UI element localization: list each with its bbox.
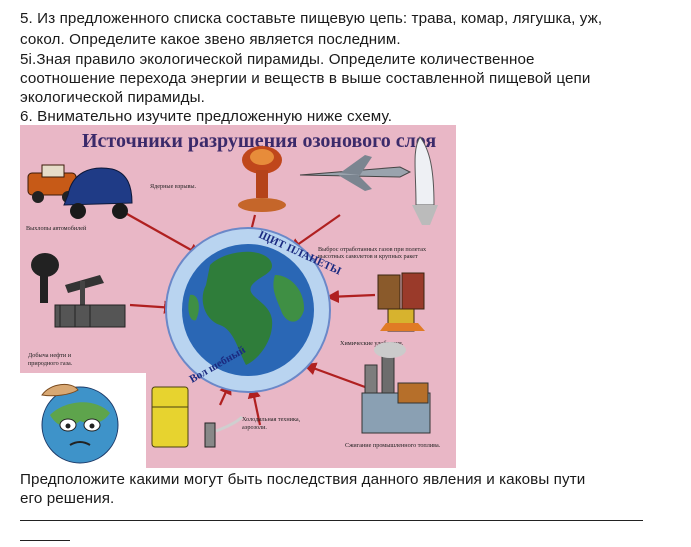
- caption-oil-line1: Добыча нефти и: [28, 352, 72, 359]
- aircraft-rocket-illustration: [299, 136, 438, 225]
- caption-aircraft-line1: Выброс отработанных газов при полетах: [318, 246, 427, 253]
- globe: [165, 227, 331, 393]
- caption-aircraft-line2: высотных самолетов и крупных ракет: [318, 253, 418, 260]
- caption-fuel: Сжигание промышленного топлива.: [345, 442, 441, 449]
- ozone-poster: Источники разрушения озонового слоя ЩИТ …: [20, 125, 456, 468]
- task5-line2: сокол. Определите какое звено является п…: [20, 31, 401, 48]
- chemical-fertilizers-illustration: [377, 272, 425, 332]
- question-line2: его решения.: [20, 490, 115, 507]
- task5i-line2: соотношение перехода энергии и веществ в…: [20, 70, 591, 87]
- task5i-line3: экологической пирамиды.: [20, 89, 205, 106]
- industrial-fuel-illustration: [361, 342, 431, 434]
- caption-fridge-line1: Холодильная техника,: [242, 416, 301, 423]
- answer-line-short: [20, 540, 70, 541]
- fridge-aerosol-illustration: [151, 386, 244, 448]
- task6-line1: 6. Внимательно изучите предложенную ниже…: [20, 108, 393, 125]
- caption-oil-line2: природного газа.: [28, 360, 73, 367]
- crying-earth-illustration: [20, 373, 146, 468]
- cars-illustration: [27, 164, 133, 219]
- poster-title: Источники разрушения озонового слоя: [82, 130, 436, 152]
- nuclear-explosion-illustration: [238, 146, 286, 212]
- caption-chemical: Химические удобрения.: [340, 340, 404, 347]
- question-line1: Предположите какими могут быть последств…: [20, 471, 586, 488]
- caption-cars: Выхлопы автомобилей: [26, 225, 87, 232]
- oil-extraction-illustration: [31, 253, 126, 328]
- caption-fridge-line2: аэрозоли.: [242, 424, 267, 431]
- caption-nuclear: Ядерные взрывы.: [150, 183, 197, 190]
- task5-line1: 5. Из предложенного списка составьте пищ…: [20, 10, 603, 27]
- task5i-line1: 5i.Зная правило экологической пирамиды. …: [20, 51, 535, 68]
- answer-line: [20, 520, 643, 521]
